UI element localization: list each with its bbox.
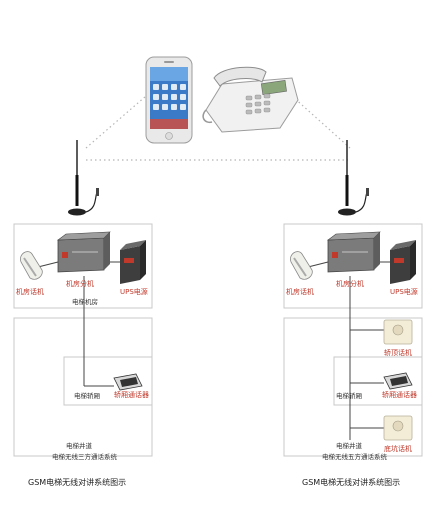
left-room-phone-icon: [20, 251, 43, 280]
right-car-top-label: 电梯轿厢: [336, 392, 362, 400]
left-car-phone-label: 轿厢通话器: [114, 391, 149, 399]
left-host-label: 机房分机: [66, 280, 94, 288]
right-antenna-icon: [338, 140, 369, 216]
right-room-phone-icon: [290, 251, 313, 280]
left-ups-icon: [120, 240, 146, 284]
right-system-name: 电梯无线五方通话系统: [322, 453, 387, 461]
right-car-box: [333, 356, 423, 406]
left-shaft-label: 电梯井道: [66, 442, 92, 450]
right-machine-room-box: [283, 223, 423, 309]
right-wiring: [307, 261, 390, 440]
right-car-top-phone-label: 轿顶话机: [384, 349, 412, 357]
left-host-device-icon: [57, 231, 111, 273]
right-room-phone-label: 机房话机: [286, 288, 314, 296]
left-room-phone-label: 机房话机: [16, 288, 44, 296]
wireless-link-right: [291, 95, 351, 149]
left-car-top-label: 电梯轿厢: [74, 392, 100, 400]
wireless-link-left: [85, 95, 147, 149]
right-ups-icon: [390, 240, 416, 284]
left-machine-room-label: 电梯机房: [72, 298, 98, 306]
right-caption: GSM电梯无线对讲系统图示: [302, 478, 401, 487]
left-car-phone-icon: [113, 373, 143, 391]
left-ups-label: UPS电源: [120, 288, 148, 296]
smartphone-icon: [145, 56, 193, 144]
wireless-links: [85, 95, 351, 161]
right-car-top-phone-icon: [383, 319, 413, 345]
right-host-device-icon: [327, 231, 381, 273]
left-antenna-icon: [68, 140, 99, 216]
right-pit-phone-icon: [383, 415, 413, 441]
right-host-label: 机房分机: [336, 280, 364, 288]
left-machine-room-box: [13, 223, 153, 309]
right-shaft-label: 电梯井道: [336, 442, 362, 450]
left-system-name: 电梯无线三方通话系统: [52, 453, 117, 461]
right-ups-label: UPS电源: [390, 288, 418, 296]
right-car-phone-icon: [383, 372, 413, 390]
right-pit-phone-label: 底坑话机: [384, 445, 412, 453]
left-car-box: [63, 356, 153, 406]
right-car-phone-label: 轿厢通话器: [382, 391, 417, 399]
left-caption: GSM电梯无线对讲系统图示: [28, 478, 127, 487]
desk-telephone-icon: [202, 66, 299, 133]
